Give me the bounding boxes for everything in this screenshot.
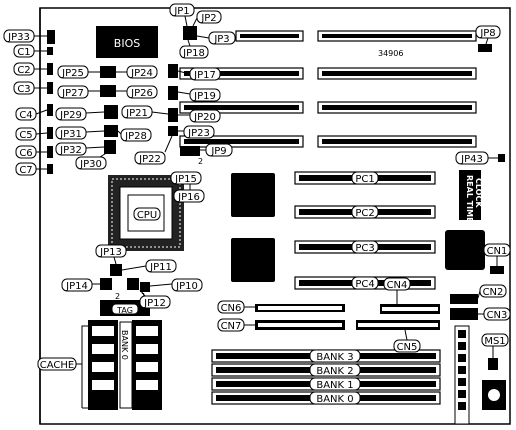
jp2-label: JP2 xyxy=(200,13,216,24)
c7-label: C7 xyxy=(19,165,32,176)
rtc-chip xyxy=(459,170,481,220)
jp28-label: JP28 xyxy=(124,131,147,142)
jp30-label: JP30 xyxy=(79,159,102,170)
jp3-label: JP3 xyxy=(213,34,229,45)
jp12-label: JP12 xyxy=(143,298,166,309)
jp14-label: JP14 xyxy=(65,281,88,292)
ms1-label: MS1 xyxy=(484,336,505,347)
c5-label: C5 xyxy=(19,130,32,141)
cpu-label: CPU xyxy=(137,210,157,221)
rtc-label-1: REAL TIME xyxy=(465,175,474,223)
jp23-label: JP23 xyxy=(187,128,210,139)
cn2-connector xyxy=(450,294,478,304)
jp24-label: JP24 xyxy=(130,68,153,79)
bios-chip xyxy=(96,26,158,58)
jp22-label: JP22 xyxy=(138,154,161,165)
tag-label: TAG xyxy=(116,306,133,315)
c3-label: C3 xyxy=(17,84,30,95)
power-connector xyxy=(454,325,470,425)
jp25-label: JP25 xyxy=(61,68,84,79)
jp1-label: JP1 xyxy=(173,6,189,17)
jp8-label: JP8 xyxy=(479,28,495,39)
pc1-label: PC1 xyxy=(355,174,374,185)
bank3-label: BANK 3 xyxy=(316,352,353,363)
rtc-label-2: CLOCK xyxy=(474,178,483,208)
pin-label-a: 2 xyxy=(198,157,203,166)
chipset-1 xyxy=(231,173,275,217)
jp29-label: JP29 xyxy=(59,110,82,121)
jp17-label: JP17 xyxy=(193,70,216,81)
cn6-label: CN6 xyxy=(221,303,242,314)
cache-banks xyxy=(88,320,162,410)
bank0-label: BANK 0 xyxy=(316,394,353,405)
c6-label: C6 xyxy=(19,148,32,159)
pc3-label: PC3 xyxy=(355,243,374,254)
jp13-label: JP13 xyxy=(99,247,122,258)
jp33-label: JP33 xyxy=(7,32,30,43)
jp15-label: JP15 xyxy=(174,174,197,185)
jp18-label: JP18 xyxy=(182,48,205,59)
jp9-label: JP9 xyxy=(210,146,226,157)
bios-label: BIOS xyxy=(114,37,140,50)
pc4-label: PC4 xyxy=(355,279,374,290)
c2-label: C2 xyxy=(17,65,30,76)
pin-label-b: 2 xyxy=(115,292,120,301)
jp43-label: JP43 xyxy=(460,154,483,165)
bank2-label: BANK 2 xyxy=(316,366,353,377)
c1-label: C1 xyxy=(17,47,30,58)
bank1-label: BANK 1 xyxy=(316,380,353,391)
pc2-label: PC2 xyxy=(355,208,374,219)
jp31-label: JP31 xyxy=(59,129,82,140)
jp11-label: JP11 xyxy=(149,262,172,273)
jp20-label: JP20 xyxy=(193,112,216,123)
cn5-label: CN5 xyxy=(397,342,418,353)
cache-bank0-label: BANK 0 xyxy=(120,330,129,360)
jp16-label: JP16 xyxy=(177,192,200,203)
jp10-label: JP10 xyxy=(175,281,198,292)
part-number: 34906 xyxy=(378,49,403,58)
jp19-label: JP19 xyxy=(193,91,216,102)
jp32-label: JP32 xyxy=(59,145,82,156)
cn1-label: CN1 xyxy=(487,246,508,257)
jp26-label: JP26 xyxy=(130,88,153,99)
cn7-label: CN7 xyxy=(221,321,242,332)
cn2-label: CN2 xyxy=(483,287,504,298)
cn3-connector xyxy=(450,308,478,320)
chipset-2 xyxy=(231,238,275,282)
io-chip xyxy=(445,230,485,270)
cache-label: CACHE xyxy=(40,360,74,371)
cn3-label: CN3 xyxy=(487,310,508,321)
cn4-label: CN4 xyxy=(387,280,408,291)
isa-slots xyxy=(179,30,477,148)
jp27-label: JP27 xyxy=(61,88,84,99)
jp21-label: JP21 xyxy=(125,108,148,119)
c4-label: C4 xyxy=(19,110,32,121)
